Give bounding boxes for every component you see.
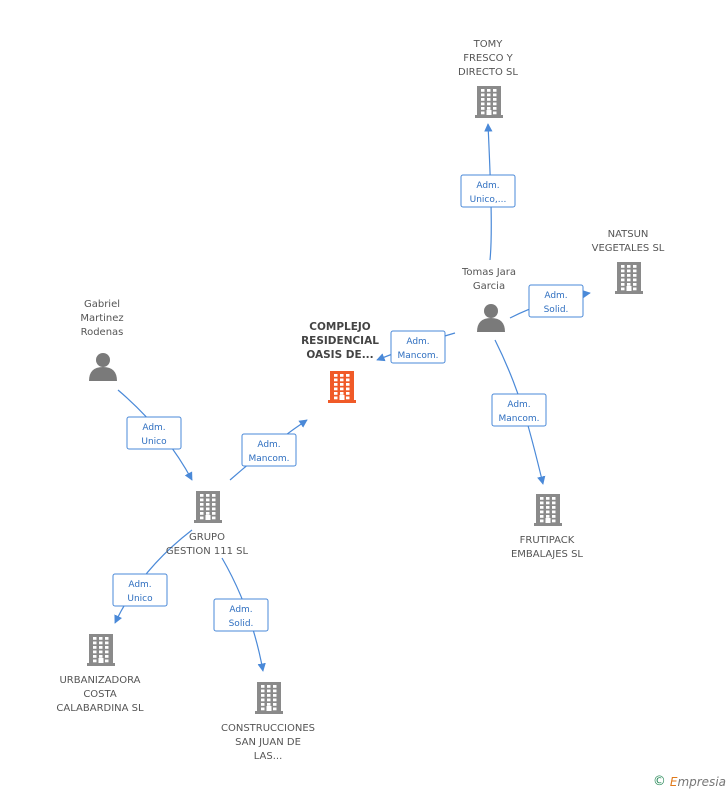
person-icon[interactable]: [477, 304, 505, 332]
edge-line: [114, 529, 193, 624]
node-label: COMPLEJO: [309, 321, 371, 333]
edge-label-box[interactable]: [112, 573, 168, 607]
edge-label-text: Solid.: [544, 305, 569, 315]
node-complejo[interactable]: COMPLEJO RESIDENCIAL OASIS DE...: [301, 321, 379, 403]
edge-label-box[interactable]: [460, 174, 516, 208]
edge-label-text: Adm.: [128, 580, 151, 590]
brand-logo[interactable]: Empresia: [669, 774, 726, 789]
node-label: EMBALAJES SL: [511, 549, 583, 560]
footer-brand: © Empresia: [653, 774, 726, 789]
node-label: URBANIZADORA: [59, 675, 140, 686]
building-icon[interactable]: [475, 86, 503, 118]
building-icon[interactable]: [534, 494, 562, 526]
edge-label-text: Solid.: [229, 619, 254, 629]
node-label: OASIS DE...: [306, 349, 373, 361]
edge-label-text: Adm.: [406, 337, 429, 347]
node-label: GESTION 111 SL: [166, 546, 249, 557]
edge-label-text: Adm.: [476, 181, 499, 191]
node-label: CALABARDINA SL: [56, 703, 144, 714]
edge-grupo-complejo: Adm. Mancom.: [229, 419, 308, 481]
node-label: COSTA: [83, 689, 117, 700]
node-label: FRESCO Y: [463, 53, 513, 64]
node-label: FRUTIPACK: [520, 535, 575, 546]
edge-label-box[interactable]: [213, 598, 269, 632]
node-label: DIRECTO SL: [458, 67, 518, 78]
node-tomy[interactable]: TOMY FRESCO Y DIRECTO SL: [458, 39, 518, 118]
node-label: GRUPO: [189, 532, 225, 543]
edge-label-text: Adm.: [142, 423, 165, 433]
edge-label-box[interactable]: [241, 433, 297, 467]
node-label: LAS...: [254, 751, 283, 762]
edge-label-text: Unico: [127, 594, 153, 604]
building-icon[interactable]: [255, 682, 283, 714]
edge-label-text: Unico: [141, 437, 167, 447]
edge-tomas-tomy: Adm. Unico,...: [460, 123, 516, 261]
edge-gabriel-grupo: Adm. Unico: [117, 389, 193, 481]
building-icon[interactable]: [87, 634, 115, 666]
copyright-icon: ©: [652, 774, 666, 789]
node-label: Rodenas: [81, 327, 124, 338]
node-label: Garcia: [473, 281, 505, 292]
edge-grupo-urbanizadora: Adm. Unico: [112, 529, 193, 624]
edge-tomas-complejo: Adm. Mancom.: [376, 330, 456, 364]
edge-tomas-natsun: Adm. Solid.: [509, 284, 591, 319]
edge-label-box[interactable]: [528, 284, 584, 318]
node-label: RESIDENCIAL: [301, 335, 379, 347]
edge-label-box[interactable]: [491, 393, 547, 427]
node-label: Gabriel: [84, 299, 120, 310]
node-label: CONSTRUCCIONES: [221, 723, 315, 734]
building-icon[interactable]: [194, 491, 222, 523]
node-label: NATSUN: [608, 229, 649, 240]
node-urbanizadora[interactable]: URBANIZADORA COSTA CALABARDINA SL: [56, 634, 144, 714]
edge-label-text: Adm.: [507, 400, 530, 410]
node-label: Martinez: [80, 313, 123, 324]
edge-label-box[interactable]: [126, 416, 182, 450]
node-construcciones[interactable]: CONSTRUCCIONES SAN JUAN DE LAS...: [221, 682, 315, 762]
edge-label-text: Adm.: [229, 605, 252, 615]
edge-label-text: Mancom.: [397, 351, 438, 361]
node-natsun[interactable]: NATSUN VEGETALES SL: [592, 229, 665, 294]
node-label: VEGETALES SL: [592, 243, 665, 254]
building-icon[interactable]: [328, 371, 356, 403]
node-grupo[interactable]: GRUPO GESTION 111 SL: [166, 491, 249, 557]
person-icon[interactable]: [89, 353, 117, 381]
node-frutipack[interactable]: FRUTIPACK EMBALAJES SL: [511, 494, 583, 560]
edge-label-text: Adm.: [257, 440, 280, 450]
node-label: SAN JUAN DE: [235, 737, 301, 748]
edge-tomas-frutipack: Adm. Mancom.: [491, 339, 547, 485]
node-label: Tomas Jara: [461, 267, 516, 278]
edge-label-box[interactable]: [390, 330, 446, 364]
edge-label-text: Unico,...: [470, 195, 507, 205]
node-label: TOMY: [473, 39, 504, 50]
edge-label-text: Adm.: [544, 291, 567, 301]
edge-grupo-construcciones: Adm. Solid.: [213, 557, 269, 672]
edge-label-text: Mancom.: [248, 454, 289, 464]
edge-label-text: Mancom.: [498, 414, 539, 424]
building-icon[interactable]: [615, 262, 643, 294]
